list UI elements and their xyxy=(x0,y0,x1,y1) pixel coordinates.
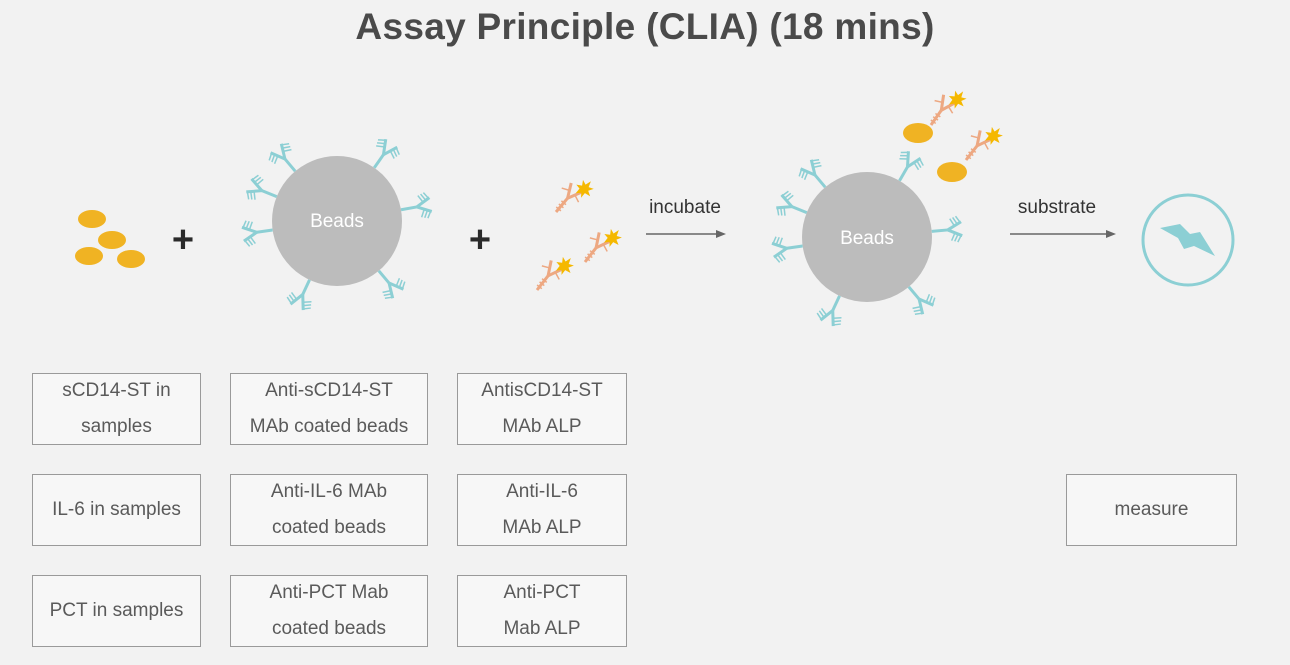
captured-antigen xyxy=(903,123,933,143)
bead-label-2: Beads xyxy=(840,228,894,249)
box-beads-PCT: Anti-PCT Mab coated beads xyxy=(230,575,428,647)
incubate-arrow: incubate xyxy=(646,197,726,238)
box-label: PCT in samples xyxy=(49,600,184,621)
box-sample-PCT: PCT in samples xyxy=(32,575,201,647)
substrate-label: substrate xyxy=(1018,197,1096,218)
immune-complex-bead: Beads xyxy=(769,79,1009,331)
bead xyxy=(802,172,932,302)
alp-labeled-antibody xyxy=(546,168,600,224)
box-label: Anti-IL-6 MAb coated beads xyxy=(270,481,388,538)
detection-antibody-group xyxy=(526,168,628,302)
antigen-group xyxy=(75,210,145,268)
incubate-label: incubate xyxy=(649,197,721,218)
bead xyxy=(272,156,402,286)
page-title: Assay Principle (CLIA) (18 mins) xyxy=(355,6,935,47)
box-label: Anti-PCT Mab ALP xyxy=(503,582,581,639)
box-label: Anti-sCD14-ST MAb coated beads xyxy=(249,380,409,437)
antigen xyxy=(117,250,145,268)
plus-sign-1: + xyxy=(172,219,194,261)
antigen xyxy=(98,231,126,249)
coated-bead-1: Beads xyxy=(239,134,435,315)
box-alp-PCT: Anti-PCT Mab ALP xyxy=(457,575,627,647)
box-label: Anti-PCT Mab coated beads xyxy=(269,582,389,639)
box-label: sCD14-ST in samples xyxy=(62,380,171,437)
alp-labeled-antibody xyxy=(526,245,580,302)
box-label: AntisCD14-ST MAb ALP xyxy=(481,380,603,437)
alp-labeled-antibody xyxy=(574,217,628,274)
box-sample-sCD14: sCD14-ST in samples xyxy=(32,373,201,445)
capture-antibody xyxy=(397,190,435,225)
box-beads-sCD14: Anti-sCD14-ST MAb coated beads xyxy=(230,373,428,445)
box-label: measure xyxy=(1114,499,1189,520)
capture-antibody xyxy=(239,215,276,249)
box-alp-IL6: Anti-IL-6 MAb ALP xyxy=(457,474,627,546)
substrate-arrow: substrate xyxy=(1010,197,1116,238)
antigen xyxy=(78,210,106,228)
box-label: Anti-IL-6 MAb ALP xyxy=(502,481,582,538)
box-alp-sCD14: AntisCD14-ST MAb ALP xyxy=(457,373,627,445)
lightning-icon xyxy=(1160,224,1215,256)
captured-antigen xyxy=(937,162,967,182)
box-measure: measure xyxy=(1066,474,1237,546)
assay-diagram: + Beads + incubate xyxy=(75,79,1235,331)
alp-labeled-antibody xyxy=(955,115,1009,172)
plus-sign-2: + xyxy=(469,219,491,261)
alp-labeled-antibody xyxy=(920,79,972,136)
capture-antibody xyxy=(769,231,806,265)
box-sample-IL6: IL-6 in samples xyxy=(32,474,201,546)
box-label: IL-6 in samples xyxy=(52,499,181,520)
capture-antibody xyxy=(929,214,965,246)
box-beads-IL6: Anti-IL-6 MAb coated beads xyxy=(230,474,428,546)
bead-label-1: Beads xyxy=(310,211,364,232)
antigen xyxy=(75,247,103,265)
signal-icon xyxy=(1141,193,1235,287)
